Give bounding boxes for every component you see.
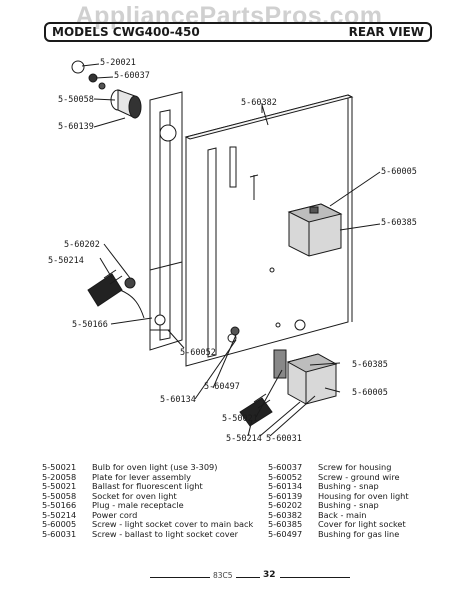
receptacle-plug — [239, 393, 273, 427]
callout-5-20021: 5-20021 — [100, 58, 136, 68]
page-footer: 83C5 32 — [0, 570, 458, 583]
part-number: 5-60385 — [268, 519, 303, 529]
part-number: 5-20058 — [42, 471, 77, 482]
callout-5-60497: 5-60497 — [204, 382, 240, 392]
legend-row: 5-60139 Housing for oven light — [268, 490, 436, 502]
header-title: MODELS CWG400-450 — [52, 25, 200, 39]
callout-5-50166: 5-50166 — [72, 320, 108, 330]
parts-legend-left: 5-50021 Bulb for oven light (use 3-309) 5… — [42, 462, 260, 540]
oven-light-bulb — [71, 60, 85, 74]
page-header: MODELS CWG400-450 REAR VIEW — [44, 22, 432, 42]
callout-5-60031: 5-60031 — [266, 434, 302, 444]
part-number: 5-50058 — [42, 490, 77, 501]
part-number: 5-60382 — [268, 509, 303, 520]
power-cord-plug — [87, 269, 123, 307]
exploded-parts-diagram — [71, 60, 381, 437]
part-number: 5-50021 — [42, 481, 77, 491]
part-description: Plug - male receptacle — [92, 500, 184, 510]
legend-row: 5-60497 Bushing for gas line — [268, 528, 436, 540]
callout-5-60139: 5-60139 — [58, 122, 94, 132]
callout-5-60052: 5-60052 — [180, 348, 216, 358]
side-panel — [149, 91, 183, 351]
part-description: Cover for light socket — [318, 519, 406, 529]
inner-rail — [207, 147, 217, 358]
part-description: Back - main — [318, 509, 367, 520]
legend-row: 5-60134 Bushing - snap — [268, 481, 436, 492]
legend-row: 5-50021 Ballast for fluorescent light — [42, 481, 260, 492]
legend-row: 5-50214 Power cord — [42, 509, 260, 521]
footer-rule-right — [280, 577, 350, 578]
part-description: Bushing - snap — [318, 500, 379, 510]
part-description: Ballast for fluorescent light — [92, 481, 203, 491]
callout-5-60134: 5-60134 — [160, 395, 196, 405]
part-number: 5-60134 — [268, 481, 303, 491]
part-description: Screw for housing — [318, 462, 392, 472]
part-description: Bushing for gas line — [318, 528, 400, 539]
part-number: 5-60497 — [268, 528, 303, 539]
header-view: REAR VIEW — [348, 25, 424, 39]
part-number: 5-50214 — [42, 509, 77, 520]
part-number: 5-60037 — [268, 462, 303, 472]
oven-light-housing — [110, 89, 142, 119]
callout-5-50214-lower: 5-50214 — [226, 434, 262, 444]
part-description: Power cord — [92, 509, 138, 520]
callout-5-60005-upper: 5-60005 — [381, 167, 417, 177]
part-description: Plate for lever assembly — [92, 471, 191, 482]
part-number: 5-60052 — [268, 471, 303, 482]
part-description: Screw - ground wire — [318, 471, 400, 482]
parts-legend-right: 5-60037 Screw for housing 5-60052 Screw - … — [268, 462, 436, 540]
legend-row: 5-60052 Screw - ground wire — [268, 471, 436, 483]
page-number: 32 — [263, 570, 276, 580]
part-description: Screw - ballast to light socket cover — [92, 528, 239, 539]
legend-row: 5-50166 Plug - male receptacle — [42, 500, 260, 511]
legend-row: 5-60202 Bushing - snap — [268, 500, 436, 511]
callout-5-60385-upper: 5-60385 — [381, 218, 417, 228]
legend-row: 5-50021 Bulb for oven light (use 3-309) — [42, 462, 260, 473]
part-description: Socket for oven light — [92, 490, 177, 501]
legend-row: 5-60005 Screw - light socket cover to mai… — [42, 519, 260, 530]
watermark: AppliancePartsPros.com — [75, 2, 383, 30]
callout-5-60385-lower: 5-60385 — [352, 360, 388, 370]
part-description: Bushing - snap — [318, 481, 379, 491]
legend-row: 5-60037 Screw for housing — [268, 462, 436, 473]
footer-rule-left — [150, 577, 210, 578]
part-number: 5-50021 — [42, 462, 77, 472]
legend-row: 5-60031 Screw - ballast to light socket c… — [42, 528, 260, 540]
ballast-cover — [287, 203, 343, 257]
legend-row: 5-60382 Back - main — [268, 509, 436, 521]
callout-5-50058: 5-50058 — [58, 95, 94, 105]
legend-row: 5-20058 Plate for lever assembly — [42, 471, 260, 483]
part-description: Screw - light socket cover to main back — [92, 519, 254, 529]
side-panel-inner — [159, 109, 171, 341]
light-socket-cover — [286, 353, 338, 405]
part-number: 5-60005 — [42, 519, 77, 529]
ballast-box — [273, 349, 287, 379]
callout-5-50021: 5-50021 — [222, 414, 258, 424]
legend-row: 5-60385 Cover for light socket — [268, 519, 436, 530]
callout-5-60202: 5-60202 — [64, 240, 100, 250]
footer-rule-mid — [236, 577, 260, 578]
callout-5-60037: 5-60037 — [114, 71, 150, 81]
oven-light-opening — [159, 124, 177, 142]
part-number: 5-50166 — [42, 500, 77, 510]
callout-5-60005-lower: 5-60005 — [352, 388, 388, 398]
part-description: Bulb for oven light (use 3-309) — [92, 462, 218, 472]
part-number: 5-60139 — [268, 490, 303, 501]
footer-code: 83C5 — [213, 571, 233, 580]
part-number: 5-60202 — [268, 500, 303, 510]
part-description: Housing for oven light — [318, 490, 409, 501]
part-number: 5-60031 — [42, 528, 77, 539]
legend-row: 5-50058 Socket for oven light — [42, 490, 260, 502]
callout-5-60382: 5-60382 — [241, 98, 277, 108]
callout-5-50214-upper: 5-50214 — [48, 256, 84, 266]
